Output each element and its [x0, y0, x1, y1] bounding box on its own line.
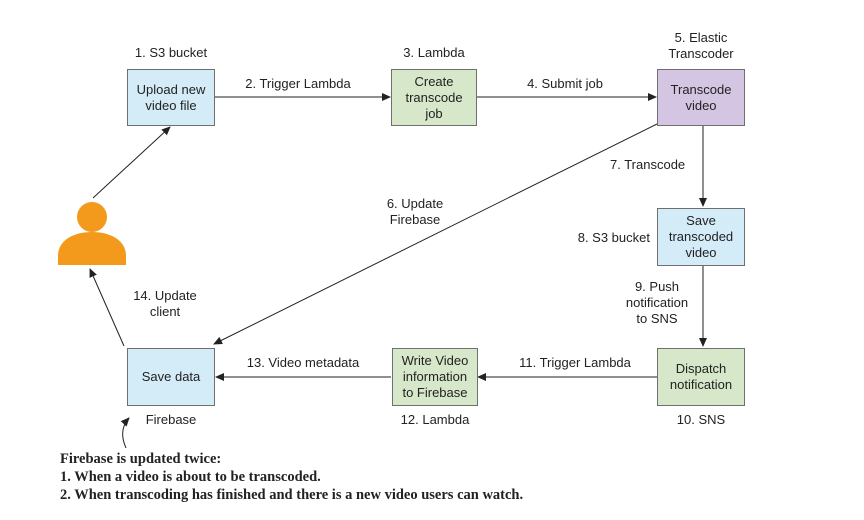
trigger-lambda-label: 2. Trigger Lambda — [245, 76, 351, 91]
upload-video-box: Upload new video file — [127, 69, 215, 126]
create-transcode-job-box: Create transcode job — [391, 69, 477, 126]
user-icon — [58, 202, 126, 265]
dispatch-notification-box: Dispatch notification — [657, 348, 745, 406]
write-video-info-box: Write Video information to Firebase — [392, 348, 478, 406]
firebase-note: Firebase is updated twice: 1. When a vid… — [60, 450, 523, 504]
video-metadata-label: 13. Video metadata — [246, 355, 360, 370]
sns-caption: 10. SNS — [676, 412, 726, 427]
firebase-caption: Firebase — [145, 412, 197, 427]
save-data-box: Save data — [127, 348, 215, 406]
elastic-transcoder-caption: 5. Elastic Transcoder — [668, 30, 734, 61]
update-firebase-label: 6. Update Firebase — [386, 196, 444, 227]
s3-bucket-caption: 1. S3 bucket — [134, 45, 208, 60]
note-heading: Firebase is updated twice: — [60, 451, 222, 467]
lambda-12-caption: 12. Lambda — [400, 412, 470, 427]
trigger-lambda-2-label: 11. Trigger Lambda — [519, 355, 631, 370]
s3-bucket-8-caption: 8. S3 bucket — [577, 230, 650, 245]
arrow-note-pointer — [120, 417, 130, 449]
arrow-update-client — [89, 268, 125, 347]
submit-job-label: 4. Submit job — [527, 76, 603, 91]
transcode-label: 7. Transcode — [610, 157, 686, 172]
save-transcoded-video-box: Save transcoded video — [657, 208, 745, 266]
note-item: 2. When transcoding has finished and the… — [60, 487, 524, 503]
arrow-update-firebase — [213, 123, 658, 345]
push-notification-label: 9. Push notification to SNS — [625, 279, 689, 326]
note-item: 1. When a video is about to be transcode… — [60, 469, 321, 485]
arrow-upload-video — [92, 126, 171, 199]
lambda-caption: 3. Lambda — [403, 45, 465, 60]
transcode-video-box: Transcode video — [657, 69, 745, 126]
update-client-label: 14. Update client — [133, 288, 197, 319]
